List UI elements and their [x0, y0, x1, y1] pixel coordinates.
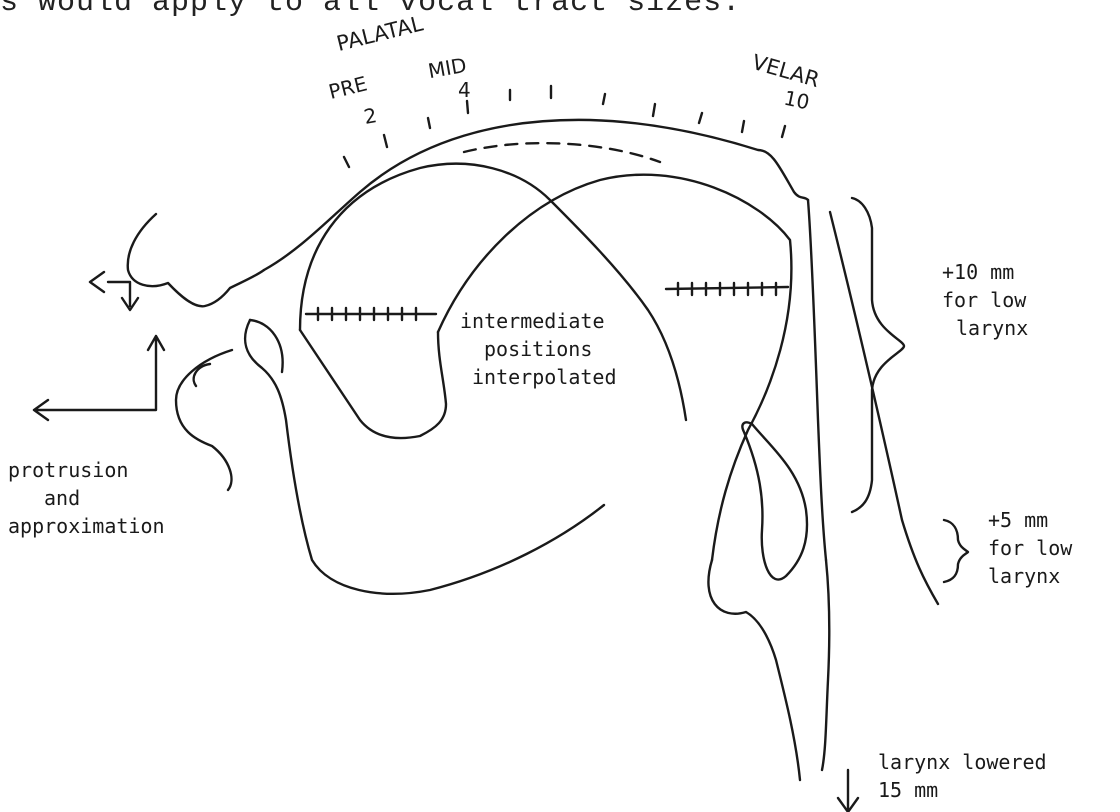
- low-larynx-5mm-label: +5 mm for low larynx: [988, 506, 1072, 590]
- pharynx-rear-wall: [808, 200, 826, 560]
- intermediate-line-1: intermediate: [460, 307, 617, 335]
- palate-tick: [384, 135, 387, 147]
- larynx-lowered-line-2: 15 mm: [878, 776, 1047, 804]
- palate-tick-marks: [344, 86, 785, 167]
- upper-larynx-brace: [852, 198, 904, 512]
- protrusion-line-1: protrusion: [8, 456, 165, 484]
- back-hatched-bar: [666, 283, 788, 295]
- intermediate-positions-label: intermediate positions interpolated: [460, 307, 617, 391]
- low-larynx-10-line-1: +10 mm: [942, 258, 1028, 286]
- low-larynx-10-line-2: for low: [942, 286, 1028, 314]
- larynx-lowered-line-1: larynx lowered: [878, 748, 1047, 776]
- palate-tick: [428, 118, 430, 128]
- mid-number: 4: [458, 78, 471, 102]
- pharynx-rear-wall-outer: [830, 212, 938, 604]
- low-larynx-10-line-3: larynx: [942, 314, 1028, 342]
- epiglottis-outline: [742, 422, 807, 579]
- low-larynx-5-line-2: for low: [988, 534, 1072, 562]
- larynx-front-wall: [708, 560, 800, 780]
- intermediate-line-2: positions: [460, 335, 617, 363]
- intermediate-line-3: interpolated: [460, 363, 617, 391]
- protrusion-label: protrusion and approximation: [8, 456, 165, 540]
- protrusion-line-3: approximation: [8, 512, 165, 540]
- palate-tick: [344, 157, 349, 167]
- palate-tick: [699, 113, 702, 123]
- palate-tick: [653, 104, 655, 116]
- low-larynx-5-line-3: larynx: [988, 562, 1072, 590]
- palate-tick: [782, 126, 785, 137]
- palate-tick: [742, 121, 744, 132]
- larynx-lowered-arrow: [838, 770, 858, 812]
- larynx-lowered-label: larynx lowered 15 mm: [878, 748, 1047, 804]
- palate-tick: [603, 94, 605, 104]
- lower-larynx-brace: [944, 520, 968, 582]
- low-larynx-10mm-label: +10 mm for low larynx: [942, 258, 1028, 342]
- lip-protrusion-arrow: [34, 336, 164, 420]
- velar-number: 10: [782, 86, 812, 115]
- low-larynx-5-line-1: +5 mm: [988, 506, 1072, 534]
- larynx-back-wall: [822, 560, 829, 770]
- jaw-outline: [176, 350, 232, 490]
- soft-palate-dashed: [464, 143, 660, 162]
- lower-lip-inner: [250, 320, 283, 372]
- palate-tick: [467, 101, 468, 113]
- tongue-tip-outline: [300, 330, 446, 438]
- protrusion-line-2: and: [8, 484, 165, 512]
- upper-lip-outline: [128, 214, 264, 306]
- front-hatched-bar: [306, 308, 436, 320]
